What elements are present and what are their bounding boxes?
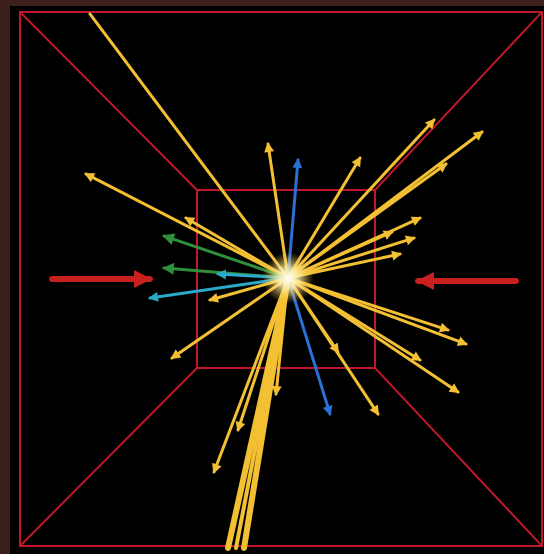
collision-point: [262, 252, 314, 304]
